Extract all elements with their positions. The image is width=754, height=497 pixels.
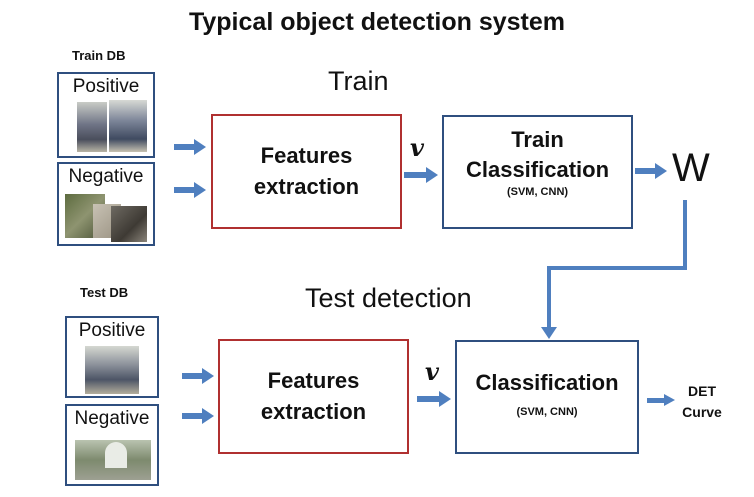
background-image: [111, 206, 147, 242]
train-classifier-methods: (SVM, CNN): [506, 186, 569, 199]
train-db-label: Train DB: [72, 48, 126, 63]
arrow-icon: [404, 167, 438, 183]
train-features-line2: extraction: [253, 173, 360, 199]
arrow-icon: [647, 394, 675, 406]
train-negative-label: Negative: [68, 166, 144, 187]
train-features-box: Features extraction: [211, 114, 402, 229]
test-features-box: Features extraction: [218, 339, 409, 454]
arrow-icon: [541, 200, 687, 339]
pedestrian-image: [109, 100, 147, 152]
arrow-icon: [174, 182, 206, 198]
train-section-label: Train: [328, 66, 389, 96]
pedestrian-image: [77, 102, 107, 152]
test-classifier-line1: Classification: [475, 370, 619, 395]
train-classifier-line1: Train: [511, 127, 564, 152]
train-negative-box: Negative: [57, 162, 155, 246]
arrow-icon: [635, 163, 667, 179]
train-features-line1: Features: [260, 142, 353, 168]
background-image: [105, 442, 127, 468]
test-positive-box: Positive: [65, 316, 159, 398]
test-negative-box: Negative: [65, 404, 159, 486]
arrow-icon: [174, 139, 206, 155]
test-classifier-methods: (SVM, CNN): [516, 405, 578, 418]
train-classifier-box: Train Classification (SVM, CNN): [442, 115, 633, 229]
page-title: Typical object detection system: [188, 8, 566, 36]
train-vector-symbol: v: [410, 133, 424, 162]
arrow-icon: [182, 368, 214, 384]
test-positive-label: Positive: [78, 320, 146, 341]
test-features-line2: extraction: [260, 398, 367, 424]
test-negative-label: Negative: [74, 408, 150, 429]
test-features-line1: Features: [267, 367, 360, 393]
det-curve-line1: DET: [688, 383, 716, 399]
train-classifier-line2: Classification: [465, 156, 610, 182]
weights-output: W: [672, 146, 710, 190]
train-positive-box: Positive: [57, 72, 155, 158]
pedestrian-image: [85, 346, 139, 394]
test-vector-symbol: v: [425, 357, 439, 386]
arrow-icon: [182, 408, 214, 424]
test-section-label: Test detection: [305, 283, 472, 313]
det-curve-output: DET Curve: [677, 381, 727, 423]
test-classifier-box: Classification (SVM, CNN): [455, 340, 639, 454]
arrow-icon: [417, 391, 451, 407]
det-curve-line2: Curve: [682, 404, 722, 420]
test-db-label: Test DB: [80, 285, 129, 300]
train-positive-label: Positive: [72, 76, 140, 97]
